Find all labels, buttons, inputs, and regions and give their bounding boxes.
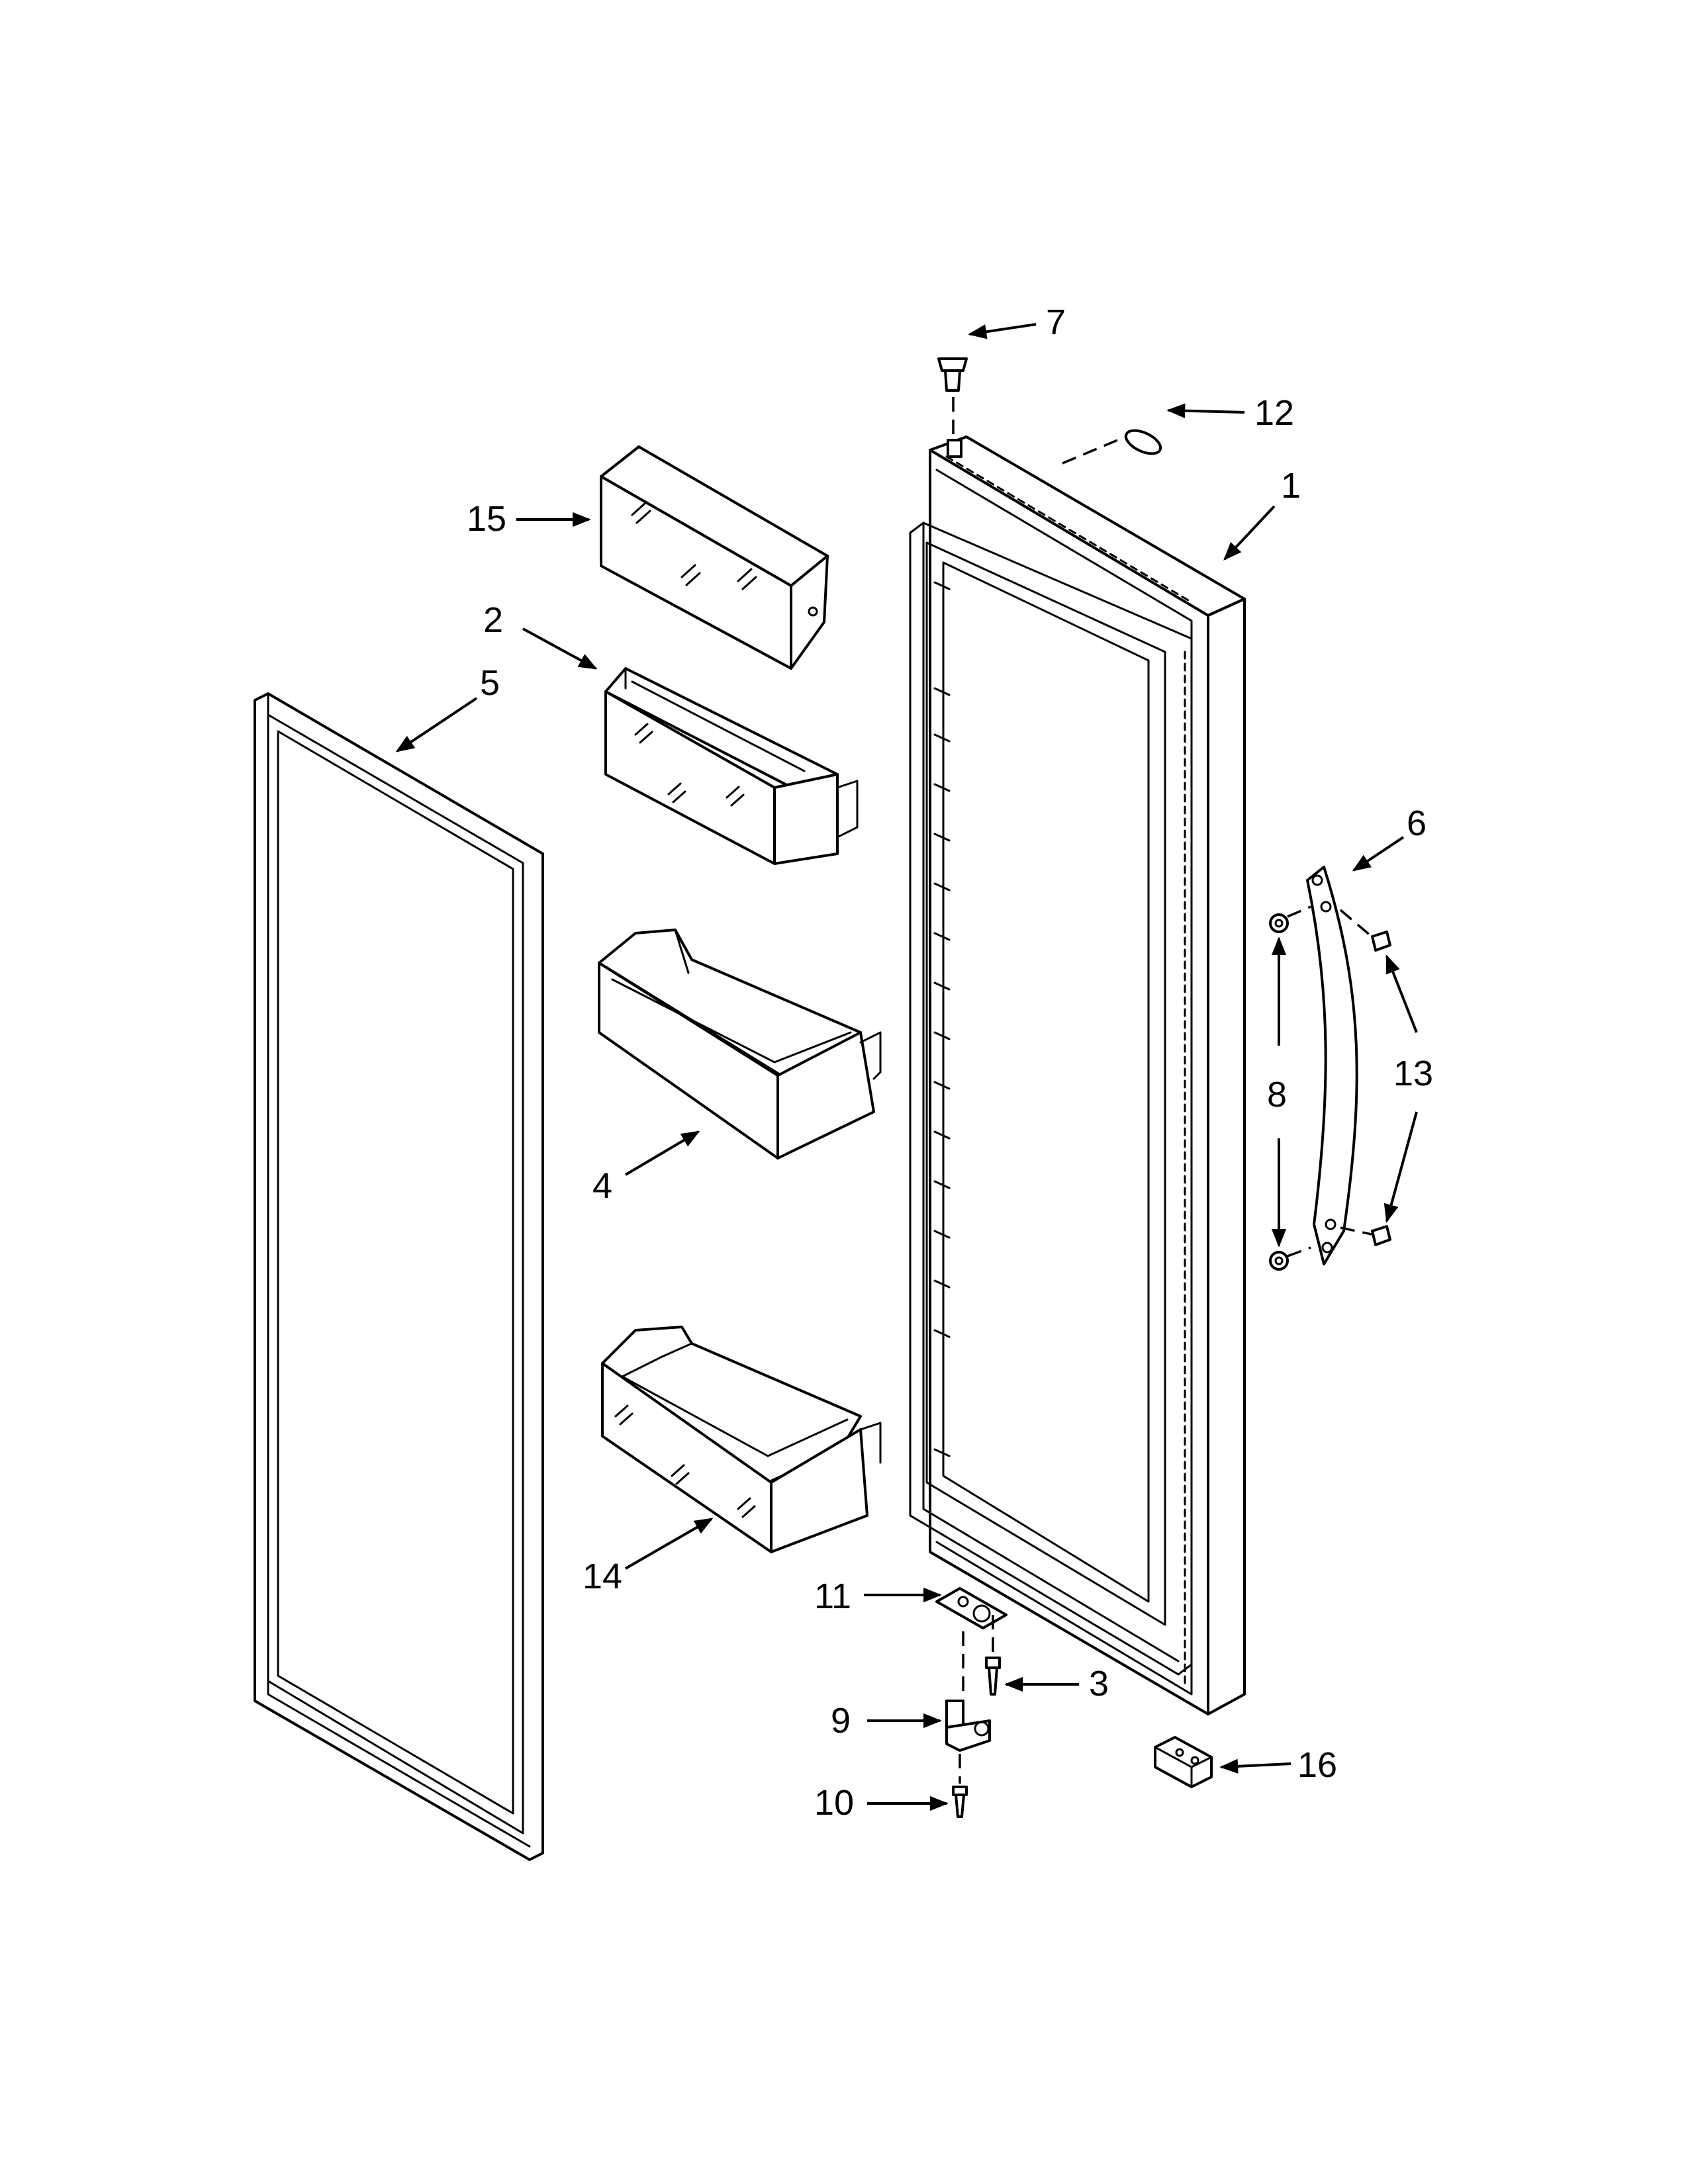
callout-12: 12	[1254, 393, 1294, 433]
callout-10: 10	[814, 1783, 854, 1823]
callout-14: 14	[583, 1557, 622, 1596]
door-handle	[1306, 866, 1358, 1265]
callout-5: 5	[480, 663, 500, 703]
callout-15: 15	[467, 499, 506, 539]
callout-3: 3	[1089, 1664, 1109, 1704]
callout-16: 16	[1297, 1745, 1337, 1785]
callout-7: 7	[1046, 302, 1066, 342]
callout-9: 9	[831, 1701, 851, 1741]
callout-6: 6	[1407, 803, 1427, 843]
door-bin	[601, 1326, 882, 1553]
bottom-hinge	[945, 1700, 991, 1752]
assembly-lines	[952, 397, 1373, 1784]
callout-labels: 1 2 3 4 5 6 7 8 9 10 11 12 13 14 15 16	[467, 302, 1433, 1823]
handle-set-screws	[1371, 931, 1391, 1246]
hinge-bottom-screw	[952, 1786, 968, 1818]
o-ring	[1124, 429, 1162, 455]
callout-13: 13	[1393, 1054, 1433, 1093]
refrigerator-door	[909, 435, 1246, 1715]
hinge-shim	[935, 1587, 1008, 1629]
door-gasket	[254, 692, 544, 1861]
door-shelf-tabs	[933, 581, 951, 1457]
hinge-screw	[985, 1657, 1001, 1696]
callout-4: 4	[592, 1166, 612, 1206]
door-shelf-bin	[598, 929, 882, 1160]
callout-1: 1	[1281, 466, 1301, 506]
handle-studs	[1269, 913, 1289, 1271]
callout-8: 8	[1267, 1075, 1287, 1115]
callout-2: 2	[483, 600, 503, 640]
hinge-cover	[1154, 1736, 1213, 1788]
dairy-door	[600, 445, 829, 670]
leader-arrows	[395, 323, 1418, 1811]
callout-11: 11	[814, 1576, 851, 1616]
dairy-bin	[604, 667, 859, 865]
top-hinge-bushing	[937, 357, 968, 458]
